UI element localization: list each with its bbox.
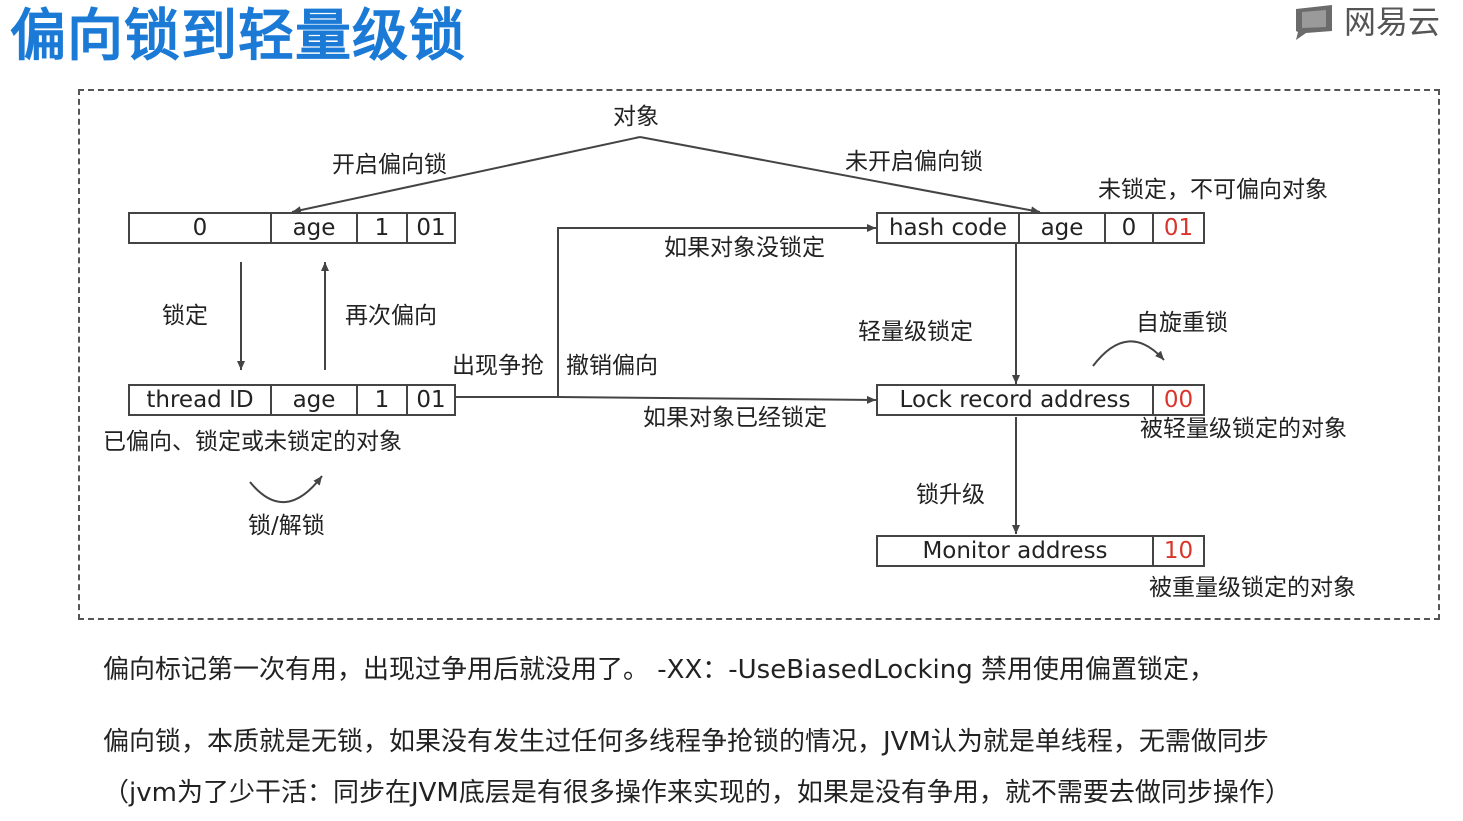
lock-label: 锁定 bbox=[162, 303, 208, 329]
note-line-2: 偏向锁，本质就是无锁，如果没有发生过任何多线程争抢锁的情况，JVM认为就是单线程… bbox=[103, 727, 1269, 757]
rebias-label: 再次偏向 bbox=[345, 303, 437, 329]
if-not-locked-arrow bbox=[557, 224, 876, 397]
hash-header-box: hash code age 0 01 bbox=[876, 212, 1205, 244]
root-object-label: 对象 bbox=[613, 104, 659, 130]
if-locked-arrow bbox=[557, 395, 877, 404]
heavyweight-object-label: 被重量级锁定的对象 bbox=[1149, 575, 1356, 601]
branch-right-label: 未开启偏向锁 bbox=[845, 149, 983, 175]
spin-lock-label: 自旋重锁 bbox=[1136, 310, 1228, 336]
thread-cell-id: thread ID bbox=[130, 386, 272, 414]
lock-record-box: Lock record address 00 bbox=[876, 384, 1205, 416]
revoke-bias-label: 撤销偏向 bbox=[566, 353, 658, 379]
lock-record-flag-cell: 00 bbox=[1163, 387, 1194, 413]
monitor-flag-cell: 10 bbox=[1163, 538, 1194, 564]
bias-cell-hash: 0 bbox=[130, 214, 272, 242]
lock-record-address-cell: Lock record address bbox=[878, 386, 1154, 414]
logo-text: 网易云 bbox=[1344, 3, 1441, 41]
bias-cell-flag: 1 bbox=[358, 214, 408, 242]
note-line-3: （jvm为了少干活：同步在JVM底层是有很多操作来实现的，如果是没有争用，就不需… bbox=[103, 778, 1291, 808]
branch-left-label: 开启偏向锁 bbox=[332, 152, 447, 178]
bias-cell-age: age bbox=[272, 214, 358, 242]
lock-unlock-arc bbox=[249, 475, 323, 504]
if-not-locked-label: 如果对象没锁定 bbox=[664, 235, 825, 261]
thread-cell-flag: 1 bbox=[358, 386, 408, 414]
lightweight-lock-label: 轻量级锁定 bbox=[858, 319, 973, 345]
thread-box-caption: 已偏向、锁定或未锁定的对象 bbox=[103, 429, 402, 455]
unlocked-note: 未锁定，不可偏向对象 bbox=[1098, 177, 1328, 203]
hash-cell-flag: 0 bbox=[1106, 214, 1154, 242]
spin-arc bbox=[1092, 340, 1165, 367]
contention-label: 出现争抢 bbox=[452, 353, 544, 379]
monitor-address-cell: Monitor address bbox=[878, 537, 1154, 565]
diagram-frame bbox=[78, 89, 1440, 620]
lock-upgrade-label: 锁升级 bbox=[916, 482, 985, 508]
branch-right-line bbox=[639, 136, 1041, 215]
thread-cell-lock: 01 bbox=[416, 387, 446, 413]
bias-header-box: 0 age 1 01 bbox=[128, 212, 456, 244]
logo: 网易云 bbox=[1292, 2, 1440, 42]
if-locked-label: 如果对象已经锁定 bbox=[643, 405, 827, 431]
lightweight-object-label: 被轻量级锁定的对象 bbox=[1140, 416, 1347, 442]
bias-cell-lock: 01 bbox=[416, 215, 446, 241]
hash-cell-code: hash code bbox=[878, 214, 1020, 242]
thread-cell-age: age bbox=[272, 386, 358, 414]
note-line-1: 偏向标记第一次有用，出现过争用后就没用了。 -XX：-UseBiasedLock… bbox=[103, 655, 1216, 685]
hash-cell-age: age bbox=[1020, 214, 1106, 242]
chat-bubble-icon bbox=[1296, 5, 1332, 40]
branch-left-line bbox=[291, 136, 641, 215]
thread-header-box: thread ID age 1 01 bbox=[128, 384, 456, 416]
hash-cell-lock: 01 bbox=[1163, 215, 1194, 241]
monitor-box: Monitor address 10 bbox=[876, 535, 1205, 567]
lock-unlock-label: 锁/解锁 bbox=[248, 513, 325, 539]
page-title: 偏向锁到轻量级锁 bbox=[10, 4, 466, 69]
